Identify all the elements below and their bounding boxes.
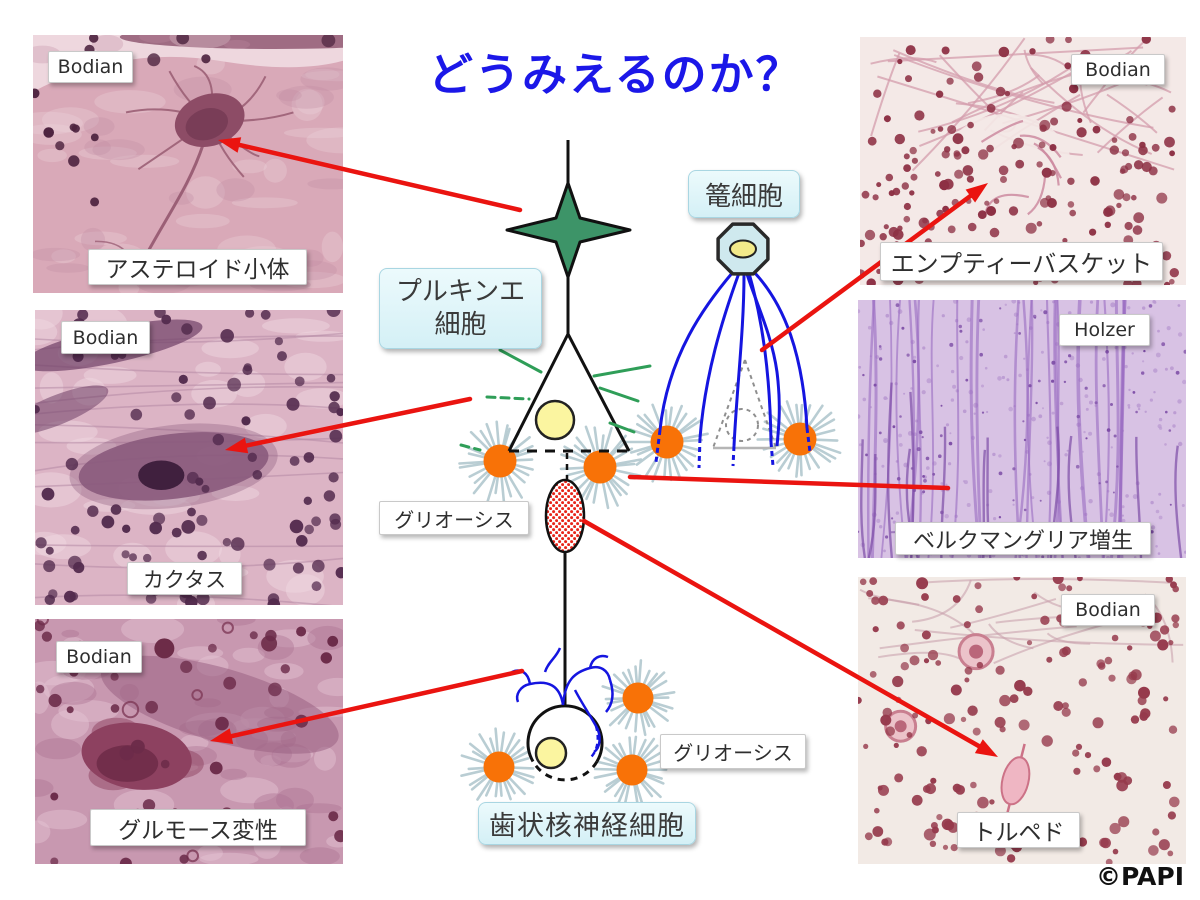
caption-text: エンプティーバスケット [890,250,1153,278]
torpedo-swelling [544,478,586,554]
stain-label-text: Bodian [72,326,139,349]
astrocyte-star [505,181,632,279]
caption-cactus: カクタス [127,562,242,595]
ghost-purkinje-outline [712,359,777,450]
label-text: 細胞 [434,309,487,340]
label-basket-cell: 篭細胞 [688,170,800,218]
label-gliosis-left: グリオーシス [379,501,529,535]
gliosis-burst [593,735,668,810]
gliosis-burst [458,420,535,504]
label-text: 歯状核神経細胞 [489,811,685,842]
stain-label-text: Bodian [1085,58,1151,81]
caption-text: アステロイド小体 [105,257,290,283]
gliosis-burst [756,400,842,478]
caption-text: トルペド [972,820,1065,846]
caption-text: カクタス [142,567,227,592]
label-text: プルキンエ [395,276,526,307]
caption-text: ベルクマングリア増生 [912,528,1133,554]
stain-label: Bodian [1071,54,1165,85]
label-dentate-neuron: 歯状核神経細胞 [478,802,696,845]
dentate-dendrites [511,647,614,754]
stain-label-text: Holzer [1074,319,1135,341]
micrograph-cactus [35,310,343,605]
dentate-neuron-drawing [511,647,614,782]
stain-label: Holzer [1059,314,1150,346]
gliosis-burst [460,727,535,801]
label-text: 篭細胞 [704,181,783,212]
stain-label-text: Bodian [57,56,124,78]
copyright-text: ©PAPI [1096,862,1185,891]
basket-cell-drawing [654,222,812,469]
caption-asteroid-body: アステロイド小体 [88,249,307,285]
gliosis-burst [623,403,709,483]
page-title: どうみえるのか？ [428,48,803,101]
caption-empty-basket: エンプティーバスケット [880,242,1163,281]
caption-bergmann-glia: ベルクマングリア増生 [895,522,1151,555]
gliosis-burst [559,425,643,510]
caption-torpedo: トルペド [957,812,1080,848]
purkinje-cell-drawing [505,140,632,708]
stain-label-text: Bodian [1075,599,1141,621]
stain-label: Bodian [1061,594,1155,626]
stain-label: Bodian [61,321,150,354]
label-purkinje-cell: プルキンエ 細胞 [379,268,542,349]
caption-grumose: グルモース変性 [90,809,306,846]
gliosis-burst [601,659,676,737]
basket-cell-soma [716,222,770,276]
stain-label: Bodian [48,51,133,83]
dendrite-stubs [459,348,652,452]
label-text: グリオーシス [673,741,793,765]
stain-label: Bodian [56,641,142,673]
caption-text: グルモース変性 [118,817,278,844]
label-text: グリオーシス [394,507,514,532]
label-gliosis-right: グリオーシス [660,734,806,769]
stain-label-text: Bodian [66,646,132,668]
